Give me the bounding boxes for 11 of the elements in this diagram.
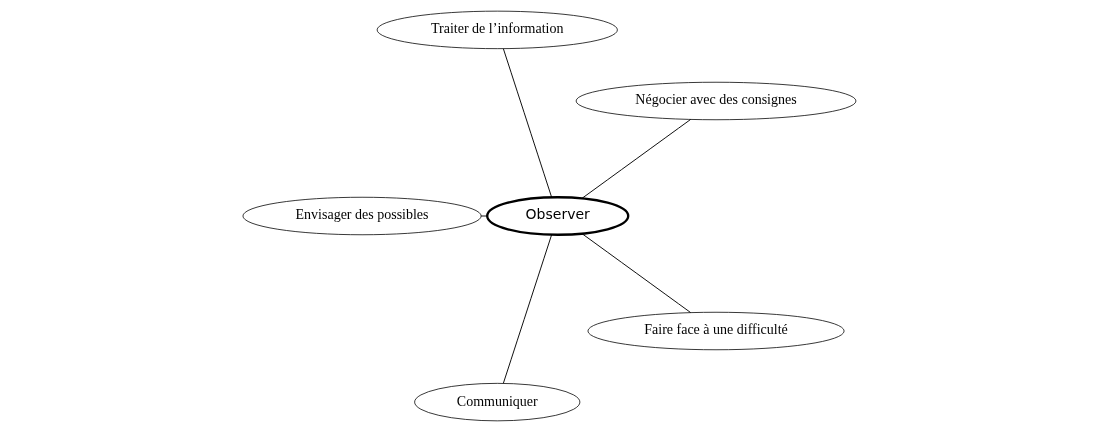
connector bbox=[502, 234, 552, 384]
node-ellipse: Faire face à une difficulté bbox=[587, 311, 844, 351]
connector bbox=[480, 215, 488, 217]
connector bbox=[581, 233, 691, 313]
node-ellipse: Envisager des possibles bbox=[242, 196, 482, 236]
node-ellipse: Négocier avec des consignes bbox=[575, 81, 856, 121]
connector bbox=[502, 48, 552, 198]
node-ellipse: Observer bbox=[485, 196, 629, 236]
node-ellipse: Traiter de l’information bbox=[376, 10, 618, 50]
connector bbox=[581, 119, 691, 199]
node-ellipse: Communiquer bbox=[413, 382, 580, 422]
